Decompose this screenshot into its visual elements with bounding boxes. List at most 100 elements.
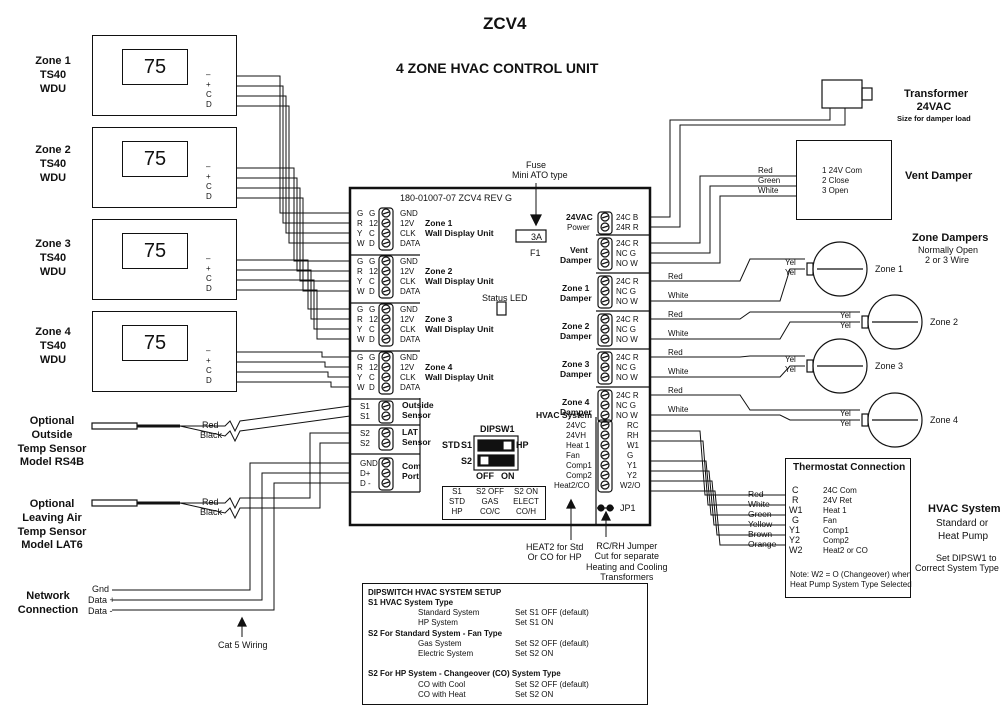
com_port-terminal-slot: [382, 461, 390, 465]
jp1-label: JP1: [620, 503, 636, 513]
damper-terminal-2-slot: [601, 327, 609, 331]
com_port-terminal-screw: [381, 458, 391, 468]
cat5-arrow-icon: [237, 616, 247, 627]
dip-table-cell: CO/H: [516, 507, 536, 516]
wdu-letter: Y: [357, 229, 363, 238]
com_port-terminal-screw: [381, 468, 391, 478]
wire-black-lat: Black: [200, 507, 223, 517]
dipsw-off: OFF: [476, 471, 494, 481]
zone-damper-white-label: White: [668, 291, 689, 300]
tstat-pin: D: [206, 100, 212, 109]
setup-option: HP System: [418, 618, 458, 628]
outside_sensor-terminal-screw: [381, 401, 391, 411]
wdu-wire: [230, 371, 350, 378]
damper-terminal-2-slot: [601, 317, 609, 321]
wdu-port-sub: Wall Display Unit: [425, 324, 494, 334]
damper-terminal-0-screw: [600, 248, 610, 258]
wdu-number: C: [369, 325, 375, 334]
heat2-arrow-icon: [566, 498, 576, 509]
dipsw-hp: HP: [516, 440, 529, 450]
setup-value: Set S2 ON: [515, 689, 554, 699]
outside_sensor-pin: S1: [360, 412, 370, 421]
wdu-terminal-3-screw: [381, 304, 391, 314]
vent-damper-wire-color: White: [758, 186, 779, 195]
wdu-letter: W: [357, 383, 365, 392]
damper-terminal-1-block: [597, 275, 613, 309]
wdu-term: 12V: [400, 267, 415, 276]
transformer-plug: [861, 87, 873, 101]
tstat-pin: C: [206, 90, 212, 99]
page-subtitle: 4 ZONE HVAC CONTROL UNIT: [396, 60, 599, 76]
damper-terminal-4-slot: [601, 413, 609, 417]
hvac-left-label: 24VH: [566, 431, 587, 440]
thermostat-connection-title: Thermostat Connection: [793, 462, 906, 473]
hvac-pin: G: [627, 451, 634, 460]
thermostat-display-1: 75: [122, 49, 188, 85]
dip-table-cell: STD: [449, 497, 465, 506]
hvac-terminal-screw: [600, 450, 610, 460]
zone-damper-red-label: Red: [668, 348, 683, 357]
tstat-pin: –: [206, 162, 211, 171]
damper-terminal-0-slot: [601, 261, 609, 265]
hvac-terminal-screw: [600, 470, 610, 480]
tstat-conn-wire-color: Red: [748, 489, 764, 499]
wire-gnd: Gnd: [92, 584, 110, 594]
com_port-terminal-screw: [381, 478, 391, 488]
damper-terminal-1-slot: [601, 289, 609, 293]
wire-data-minus: Data -: [88, 606, 113, 616]
outside-black-wire: [179, 415, 351, 443]
wire-red-lat: Red: [202, 497, 219, 507]
tstat-conn-func: Comp2: [823, 536, 849, 545]
tstat-pin: +: [206, 172, 211, 181]
zone-dampers-title: Zone Dampers: [912, 232, 989, 244]
damper-sub: Damper: [560, 293, 592, 303]
tstat-pin: +: [206, 356, 211, 365]
jumper-arrow-icon: [601, 510, 611, 521]
setup-value: Set S2 OFF (default): [515, 638, 589, 648]
tstat-conn-pin: W2: [789, 545, 803, 555]
damper-sub: Damper: [560, 369, 592, 379]
com_port-pin: D -: [360, 479, 371, 488]
damper-terminal-2-screw: [600, 324, 610, 334]
setup-option: Gas System: [418, 638, 462, 648]
wdu-number: C: [369, 277, 375, 286]
dipsw-s2-bar: [477, 454, 515, 467]
wdu-wire: [230, 177, 350, 272]
wdu-terminal-4-slot: [382, 385, 390, 389]
dip-table-cell: CO/C: [480, 507, 500, 516]
damper-terminal-4-slot: [601, 403, 609, 407]
damper-name: Zone 1: [562, 283, 590, 293]
tstat-conn-wire: [650, 470, 805, 526]
tstat-pin: D: [206, 192, 212, 201]
setup-heading: S2 For Standard System - Fan Type: [368, 628, 503, 638]
setup-title: DIPSWITCH HVAC SYSTEM SETUP: [368, 588, 502, 597]
wdu-letter: G: [357, 353, 364, 362]
damper-pin: NC G: [616, 249, 636, 258]
wdu-wire: [230, 187, 350, 282]
hvac-left-label: Heat 1: [566, 441, 590, 450]
tstat-pin: C: [206, 182, 212, 191]
dipsw-s2: S2: [461, 456, 473, 466]
damper-terminal-1-slot: [601, 299, 609, 303]
wdu-wire: [230, 95, 350, 234]
zone-damper-white-label: White: [668, 329, 689, 338]
zone-damper-red: [650, 311, 860, 320]
damper-actuator: [861, 315, 869, 329]
wdu-terminal-3-slot: [382, 337, 390, 341]
zone-damper-name: Zone 2: [930, 317, 959, 327]
wdu-wire: [230, 361, 350, 368]
hvac-terminal-screw: [600, 440, 610, 450]
wdu-terminal-1-screw: [381, 228, 391, 238]
zone-damper-yel: Yel: [840, 321, 851, 330]
damper-name: Vent: [570, 245, 588, 255]
hvac-left-label: Comp1: [566, 461, 592, 470]
damper-terminal-3-block: [597, 351, 613, 385]
tstat-pin: C: [206, 274, 212, 283]
wdu-number: 12: [369, 363, 378, 372]
vent-damper-pin: 1 24V Com: [822, 166, 863, 175]
